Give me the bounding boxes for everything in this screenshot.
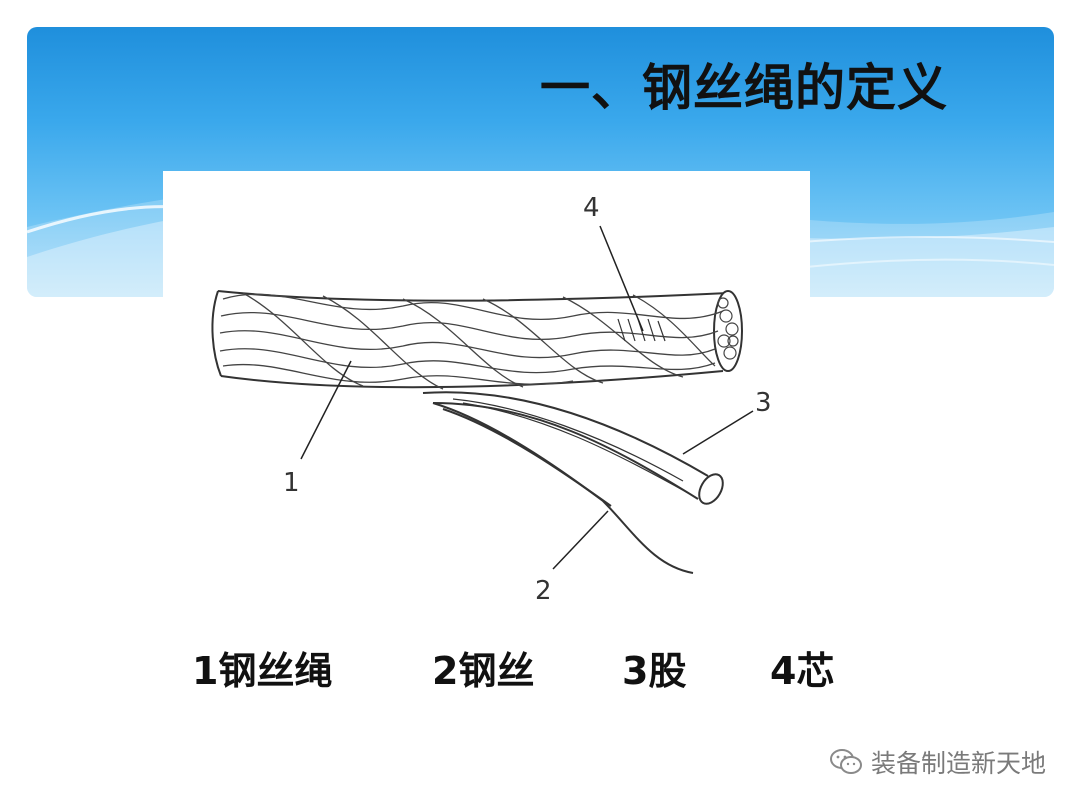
legend-item-strand: 3股 [622, 649, 687, 693]
callout-2: 2 [535, 576, 552, 606]
callout-3: 3 [755, 388, 772, 418]
callout-4: 4 [583, 193, 600, 223]
rope-body [211, 290, 743, 389]
single-wire [432, 402, 694, 574]
legend-row: 1钢丝绳 2钢丝 3股 4芯 [0, 640, 1080, 700]
rope-strand-lines [219, 292, 724, 390]
rope-end-strands [717, 297, 739, 360]
rope-core-hatch [617, 318, 666, 342]
legend-item-wire-rope: 1钢丝绳 [192, 649, 333, 693]
callout-leader-lines [300, 225, 754, 570]
legend-item-core: 4芯 [770, 649, 835, 693]
callout-1: 1 [283, 468, 300, 498]
watermark-text: 装备制造新天地 [870, 749, 1046, 778]
slide-title: 一、钢丝绳的定义 [540, 59, 948, 117]
wire-rope-diagram: 1 2 3 4 [163, 171, 810, 611]
wechat-icon [829, 749, 862, 774]
separated-strand [422, 391, 724, 505]
legend-item-wire: 2钢丝 [432, 649, 535, 693]
watermark: 装备制造新天地 [829, 745, 1046, 779]
wire-rope-drawing: 1 2 3 4 [211, 193, 772, 606]
